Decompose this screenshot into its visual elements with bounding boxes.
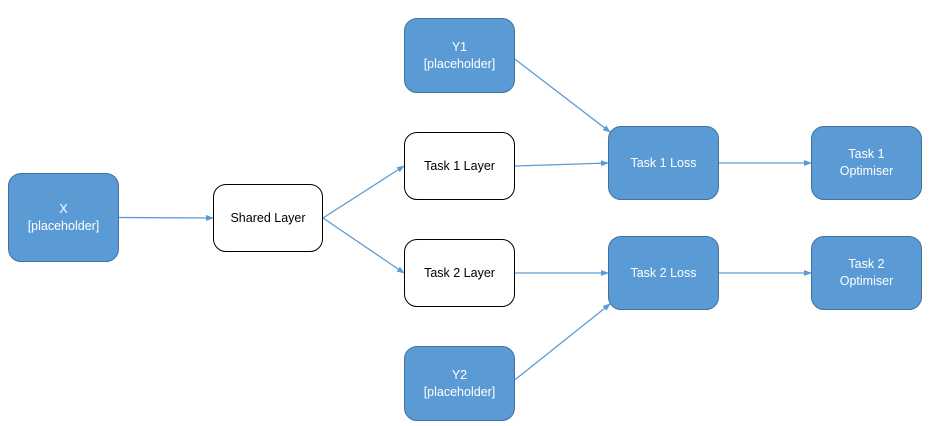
task-1-loss-node: Task 1 Loss xyxy=(608,126,719,200)
edge-x-to-shared xyxy=(118,214,214,221)
y1-placeholder-node: Y1 [placeholder] xyxy=(404,18,515,93)
edge-y2-to-task2_loss xyxy=(514,303,611,381)
task-2-layer-node: Task 2 Layer xyxy=(404,239,515,307)
task-2-optimiser-node: Task 2 Optimiser xyxy=(811,236,922,310)
edge-y1-to-task1_loss xyxy=(514,58,611,133)
shared-layer-node: Shared Layer xyxy=(213,184,323,252)
edge-shared-to-task1_layer xyxy=(322,165,405,219)
y2-placeholder-node: Y2 [placeholder] xyxy=(404,346,515,421)
task-1-layer-node: Task 1 Layer xyxy=(404,132,515,200)
x-placeholder-node: X [placeholder] xyxy=(8,173,119,262)
task-2-loss-node: Task 2 Loss xyxy=(608,236,719,310)
edge-task1_layer-to-task1_loss xyxy=(514,160,609,167)
task-1-optimiser-node: Task 1 Optimiser xyxy=(811,126,922,200)
edge-shared-to-task2_layer xyxy=(322,217,405,274)
